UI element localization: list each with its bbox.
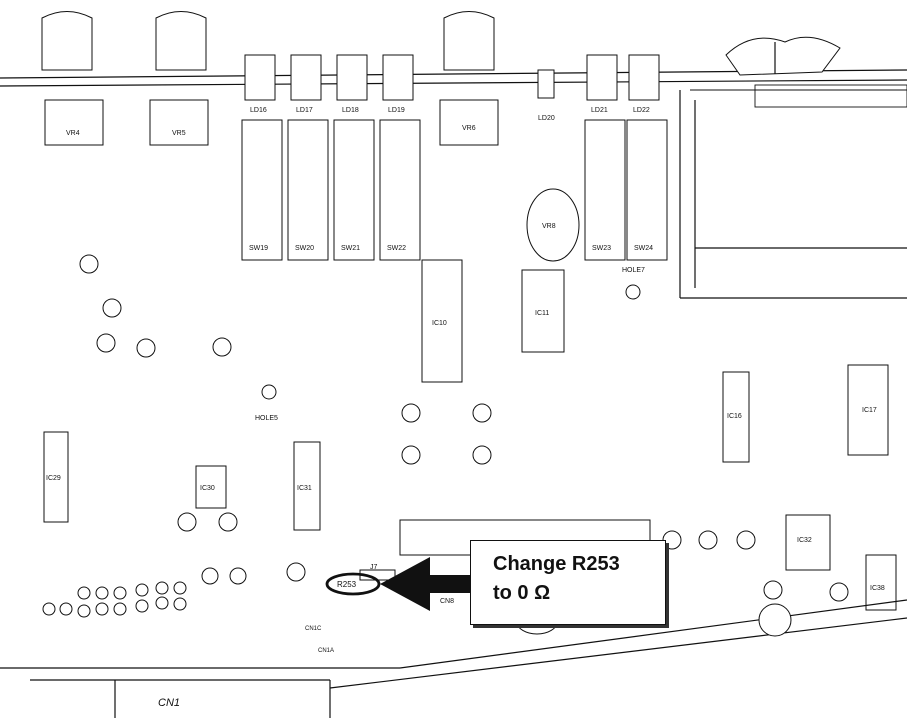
callout-arrow (380, 557, 475, 611)
r253-highlight: R253 (325, 572, 381, 596)
pin-pads (42, 284, 641, 618)
label-ic11: IC11 (535, 310, 549, 317)
label-vr8: VR8 (542, 223, 556, 230)
label-ic16: IC16 (727, 413, 742, 420)
note-line-2: to 0 Ω (493, 579, 665, 608)
label-sw21: SW21 (341, 245, 360, 252)
label-sw20: SW20 (295, 245, 314, 252)
integrated-circuits (43, 259, 897, 611)
label-ld18: LD18 (342, 107, 359, 114)
label-sw23: SW23 (592, 245, 611, 252)
label-cn1c: CN1C (305, 626, 322, 632)
label-vr6: VR6 (462, 125, 476, 132)
label-ld19: LD19 (388, 107, 405, 114)
switch-columns (241, 54, 668, 261)
note-prefix: to 0 (493, 582, 535, 604)
change-note-callout: Change R253 to 0 Ω (470, 540, 666, 625)
r253-label: R253 (337, 580, 357, 589)
label-j7: J7 (370, 564, 378, 571)
label-hole5: HOLE5 (255, 415, 278, 422)
label-hole7: HOLE7 (622, 267, 645, 274)
label-ld21: LD21 (591, 107, 608, 114)
label-ic10: IC10 (432, 320, 447, 327)
label-ic32: IC32 (797, 537, 812, 544)
label-ld22: LD22 (633, 107, 650, 114)
potentiometers (44, 99, 580, 262)
capacitor-circles (79, 254, 849, 637)
label-vr4: VR4 (66, 130, 80, 137)
label-cn8: CN8 (440, 598, 454, 605)
label-cn1: CN1 (158, 697, 180, 709)
ohm-symbol: Ω (534, 582, 551, 604)
label-ld20: LD20 (538, 115, 555, 122)
label-ld17: LD17 (296, 107, 313, 114)
label-ic38: IC38 (870, 585, 885, 592)
label-vr5: VR5 (172, 130, 186, 137)
knob-shafts (41, 11, 841, 76)
note-line-1: Change R253 (493, 553, 620, 575)
label-ic30: IC30 (200, 485, 215, 492)
label-ic29: IC29 (46, 475, 61, 482)
label-ic17: IC17 (862, 407, 877, 414)
label-cn1a: CN1A (318, 648, 334, 654)
label-ic31: IC31 (297, 485, 312, 492)
label-ld16: LD16 (250, 107, 267, 114)
component-labels: VR4 VR5 VR6 VR8 LD16 LD17 LD18 LD19 LD20… (46, 107, 885, 709)
label-sw24: SW24 (634, 245, 653, 252)
label-sw19: SW19 (249, 245, 268, 252)
label-sw22: SW22 (387, 245, 406, 252)
